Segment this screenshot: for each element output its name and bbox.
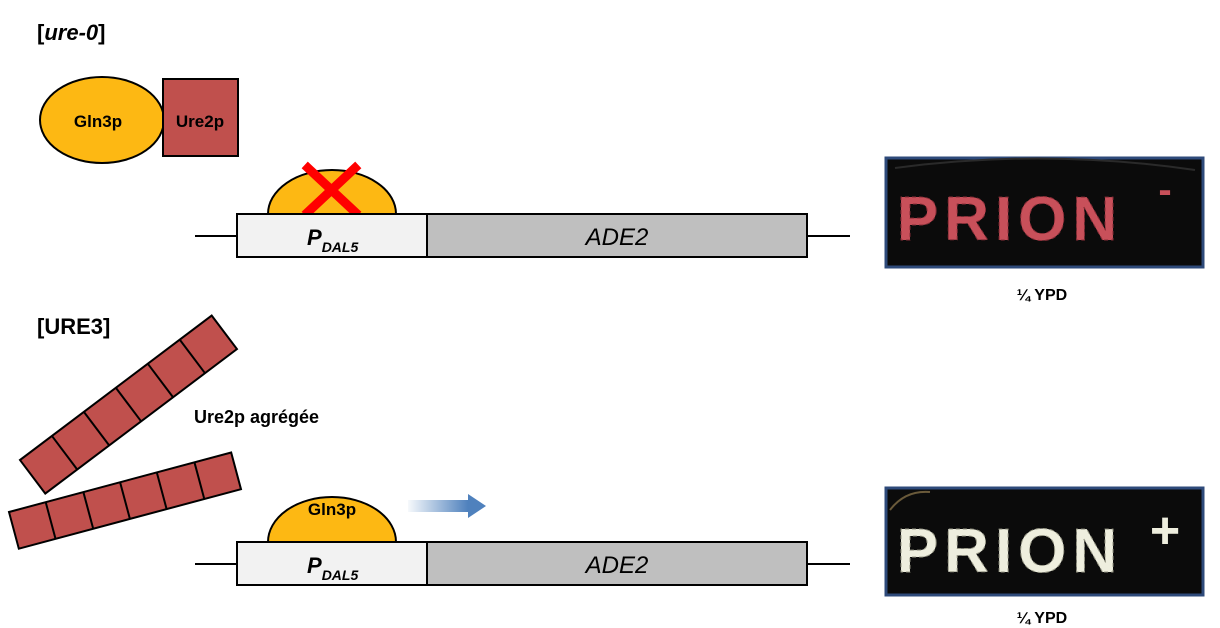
red-x-mark-icon <box>301 161 362 219</box>
ure2p-label: Ure2p <box>176 112 224 131</box>
promoter-label: PDAL5 <box>307 225 358 255</box>
plate-colonies-text: PRION <box>897 517 1123 586</box>
state-title: [ure-0] <box>37 20 105 45</box>
state-ure0: [ure-0] Gln3p Ure2p PDAL5 ADE2 PRION - ¼… <box>37 20 1205 304</box>
gln3p-label: Gln3p <box>308 500 356 519</box>
gln3p-protein <box>266 496 398 543</box>
plate-caption: ¼ YPD <box>1017 610 1067 627</box>
plate-colonies-text: PRION <box>897 185 1123 254</box>
state-title: [URE3] <box>37 314 110 339</box>
right-arrow-icon <box>408 494 486 518</box>
plate-suffix: - <box>1158 168 1171 212</box>
ure2p-protein <box>162 78 239 157</box>
gln3p-label: Gln3p <box>74 112 122 131</box>
gene-box <box>426 541 808 586</box>
gene-box <box>426 213 808 258</box>
ure2p-aggregate-upper <box>18 314 239 495</box>
plate-suffix: + <box>1150 502 1180 560</box>
ure2p-aggregate-lower <box>7 451 243 550</box>
plate-caption: ¼ YPD <box>1017 287 1067 304</box>
gene-label: ADE2 <box>584 224 649 251</box>
promoter-box <box>236 541 428 586</box>
promoter-label: PDAL5 <box>307 553 358 583</box>
aggregate-label: Ure2p agrégée <box>194 407 319 427</box>
plate-photo <box>884 486 1205 597</box>
state-ure3: [URE3] Ure2p agrégée Gln3p <box>7 314 1205 627</box>
gene-label: ADE2 <box>584 552 649 579</box>
